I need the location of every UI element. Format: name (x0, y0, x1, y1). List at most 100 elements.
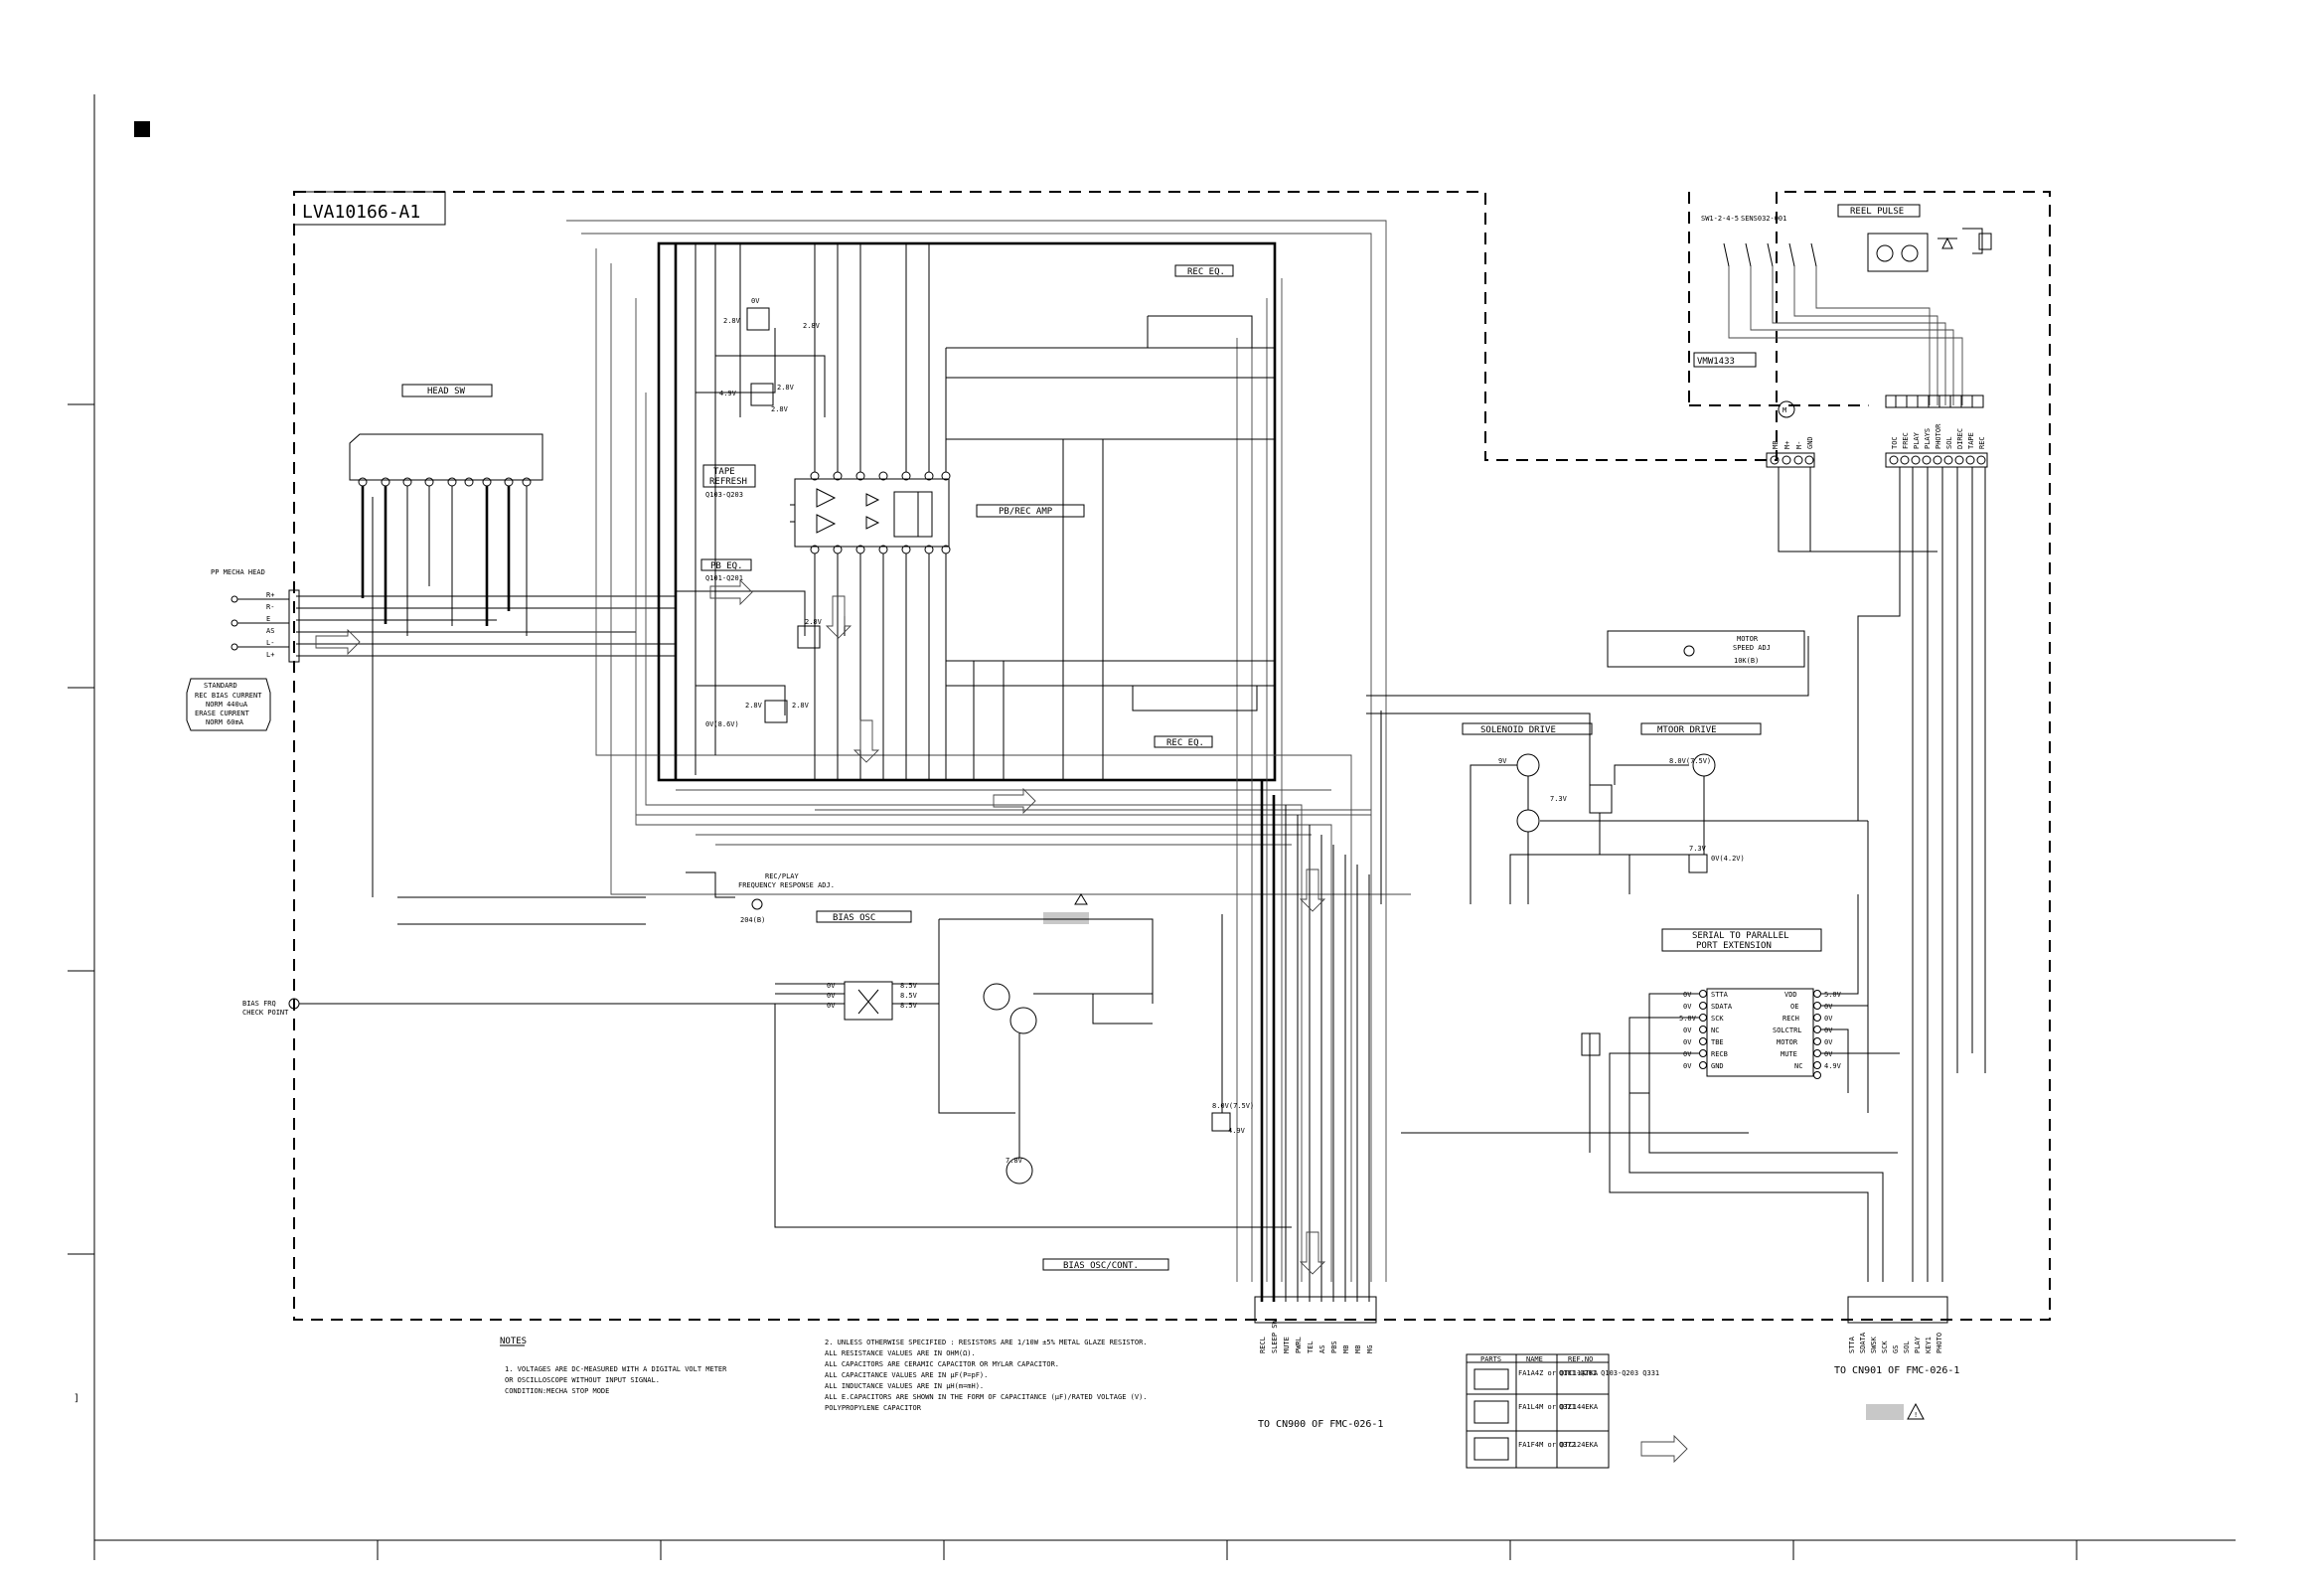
safety-shade-legend (1866, 1404, 1904, 1420)
svg-text:L-: L- (266, 639, 274, 647)
reel-sensor (1867, 228, 1992, 272)
amp-region-transistors (746, 307, 821, 723)
serial-ic-right-pins: VDD OE RECH SOLCTRL MOTOR MUTE NC 5.0V 0… (1773, 990, 1842, 1079)
head-sw-label: HEAD SW (427, 387, 466, 396)
svg-text:2.8V: 2.8V (771, 405, 789, 413)
reel-switches (1723, 242, 1963, 405)
svg-text:TAPE: TAPE (1967, 432, 1975, 449)
svg-text:REC: REC (1978, 436, 1986, 449)
svg-text:SCK: SCK (1881, 1341, 1889, 1353)
reel-block-id-box (1693, 352, 1757, 368)
head-wiring (296, 486, 676, 657)
rec-eq-top-box (1174, 264, 1234, 277)
svg-text:8.5V: 8.5V (900, 1002, 918, 1010)
board-outline (293, 191, 2051, 1321)
svg-text:2. UNLESS OTHERWISE SPECIFIED: 2. UNLESS OTHERWISE SPECIFIED : RESISTOR… (825, 1339, 1148, 1346)
svg-text:2.8V: 2.8V (803, 322, 821, 330)
cn900-connector (1254, 1296, 1377, 1324)
svg-text:Q321: Q321 (1559, 1403, 1576, 1411)
svg-text:0V: 0V (1683, 1062, 1692, 1070)
svg-text:2.8V: 2.8V (777, 384, 795, 392)
bias-osc-cont-label: BIAS OSC/CONT. (1063, 1261, 1139, 1271)
svg-text:9V: 9V (1498, 757, 1507, 765)
svg-text:STTA: STTA (1711, 991, 1729, 999)
svg-text:8.5V: 8.5V (900, 992, 918, 1000)
pb-eq-label: PB EQ. (710, 561, 743, 571)
svg-text:8.0V(7.5V): 8.0V(7.5V) (1212, 1102, 1254, 1110)
svg-text:MOTOR: MOTOR (1777, 1038, 1798, 1046)
svg-text:CHECK POINT: CHECK POINT (242, 1009, 289, 1017)
head-connector (288, 589, 300, 663)
svg-text:PLAY: PLAY (1914, 1336, 1922, 1353)
bias-osc-warning-icon (1074, 893, 1088, 905)
svg-text:GND: GND (1711, 1062, 1724, 1070)
svg-text:0V: 0V (1824, 1050, 1833, 1058)
drive-voltages: 9V 7.3V 8.0V(7.5V) 7.3V 0V(4.2V) (1498, 757, 1745, 863)
svg-text:KEY1: KEY1 (1925, 1337, 1933, 1353)
svg-text:8.0V(7.5V): 8.0V(7.5V) (1669, 757, 1711, 765)
svg-text:M+: M+ (1783, 441, 1791, 449)
svg-text:0V: 0V (1683, 1003, 1692, 1011)
parts-table: PARTS NAME REF.NO FA1A4Z or DTC114TKA Q1… (1466, 1353, 1659, 1469)
svg-text:0V: 0V (827, 992, 836, 1000)
svg-text:Q101-Q201 Q103-Q203 Q331: Q101-Q201 Q103-Q203 Q331 (1559, 1369, 1659, 1377)
svg-text:BIAS FRQ: BIAS FRQ (242, 1000, 276, 1008)
serial-parallel-ic (1706, 988, 1814, 1077)
svg-text:7.3V: 7.3V (1550, 795, 1568, 803)
svg-text:POLYPROPYLENE CAPACITOR: POLYPROPYLENE CAPACITOR (825, 1404, 922, 1412)
bias-osc-safety-shade (1043, 912, 1089, 924)
svg-text:MOTOR: MOTOR (1737, 635, 1759, 643)
svg-text:REC BIAS CURRENT: REC BIAS CURRENT (195, 692, 262, 700)
left-grid-ticks (68, 403, 94, 1255)
reel-switch-label: SW1-2-4-5 (1701, 215, 1739, 223)
svg-text:CONDITION:MECHA STOP MODE: CONDITION:MECHA STOP MODE (505, 1387, 609, 1395)
svg-text:SPEED ADJ: SPEED ADJ (1733, 644, 1771, 652)
svg-text:SERIAL TO PARALLEL: SERIAL TO PARALLEL (1692, 931, 1789, 941)
tape-refresh-ref: Q103-Q203 (705, 491, 743, 499)
warning-icon (1907, 1402, 1925, 1420)
pb-rec-amp-label: PB/REC AMP (999, 507, 1053, 517)
svg-text:NORM 60mA: NORM 60mA (206, 718, 244, 726)
motor-speed-ref: 10K(B) (1734, 657, 1759, 665)
svg-text:MB: MB (1772, 441, 1780, 449)
bias-osc-label: BIAS OSC (833, 913, 875, 923)
rec-play-wiring (372, 497, 735, 925)
head-sw-block (349, 433, 543, 481)
motor-connector (1766, 452, 1815, 468)
svg-text:MUTE: MUTE (1781, 1050, 1797, 1058)
svg-text:PHOTO: PHOTO (1936, 1333, 1943, 1353)
reel-pulse-title: REEL PULSE (1850, 207, 1904, 217)
svg-text:OE: OE (1790, 1003, 1798, 1011)
pb-rec-amp-label-box (976, 504, 1085, 518)
svg-text:2.8V: 2.8V (723, 317, 741, 325)
svg-text:0V: 0V (827, 982, 836, 990)
notes-title: NOTES (500, 1337, 527, 1346)
svg-text:TAPE: TAPE (713, 467, 735, 477)
svg-text:ALL E.CAPACITORS ARE SHOWN IN: ALL E.CAPACITORS ARE SHOWN IN THE FORM O… (825, 1393, 1148, 1401)
svg-text:PARTS: PARTS (1480, 1355, 1501, 1363)
reel-block-id: VMW1433 (1697, 357, 1735, 367)
svg-text:RECB: RECB (1711, 1050, 1728, 1058)
head-sw-label-box (401, 384, 493, 397)
svg-text:PORT EXTENSION: PORT EXTENSION (1696, 941, 1772, 951)
pb-rec-amp-ic (794, 478, 950, 548)
svg-text:REFRESH: REFRESH (709, 477, 747, 487)
svg-text:RECH: RECH (1782, 1015, 1799, 1023)
amp-region-outline (657, 241, 1277, 782)
svg-text:OR OSCILLOSCOPE WITHOUT INPUT: OR OSCILLOSCOPE WITHOUT INPUT SIGNAL. (505, 1376, 660, 1384)
head-pin-labels: R+ R- E AS L- L+ (266, 591, 274, 659)
svg-text:SOLCTRL: SOLCTRL (1773, 1026, 1802, 1034)
svg-text:MUTE: MUTE (1283, 1337, 1291, 1353)
cn901-connector (1847, 1296, 1948, 1324)
svg-text:0V: 0V (1683, 1038, 1692, 1046)
svg-text:FA1L4M or DTC144EKA: FA1L4M or DTC144EKA (1518, 1403, 1599, 1411)
rec-eq-bottom-box (1154, 735, 1213, 748)
svg-text:VDD: VDD (1784, 991, 1797, 999)
svg-text:SOL: SOL (1945, 436, 1953, 449)
svg-text:GS: GS (1892, 1345, 1900, 1353)
svg-text:STTA: STTA (1848, 1336, 1856, 1353)
svg-text:!: ! (1914, 1411, 1918, 1419)
svg-text:0V(4.2V): 0V(4.2V) (1711, 855, 1745, 863)
svg-text:E: E (266, 615, 270, 623)
svg-text:TEL: TEL (1307, 1341, 1315, 1353)
